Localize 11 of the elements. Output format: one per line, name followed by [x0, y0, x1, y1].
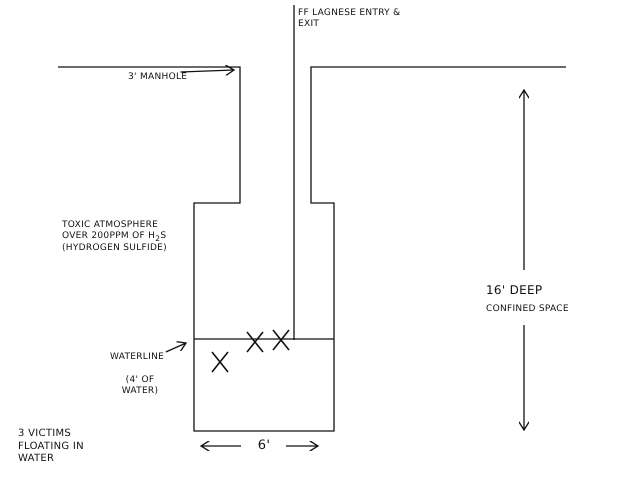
width-label: 6': [256, 438, 272, 454]
annotation-text: WATERLINE: [110, 352, 172, 364]
water-depth-label: (4' OF WATER): [120, 375, 160, 398]
victims-note: 3 VICTIMS FLOATING IN WATER: [18, 428, 85, 466]
entry-label: FF LAGNESE ENTRY & EXIT: [298, 8, 402, 30]
leader-arrow: [166, 340, 187, 353]
depth-label: 16' DEEP: [486, 283, 544, 298]
hazard-note: TOXIC ATMOSPHERE OVER 200PPM OF H$_{2}$S (HYDROGEN SULFIDE): [62, 220, 168, 255]
leader-arrow: [180, 64, 235, 76]
annotation-text: 3' MANHOLE: [128, 72, 198, 84]
space-label: CONFINED SPACE: [486, 304, 570, 316]
